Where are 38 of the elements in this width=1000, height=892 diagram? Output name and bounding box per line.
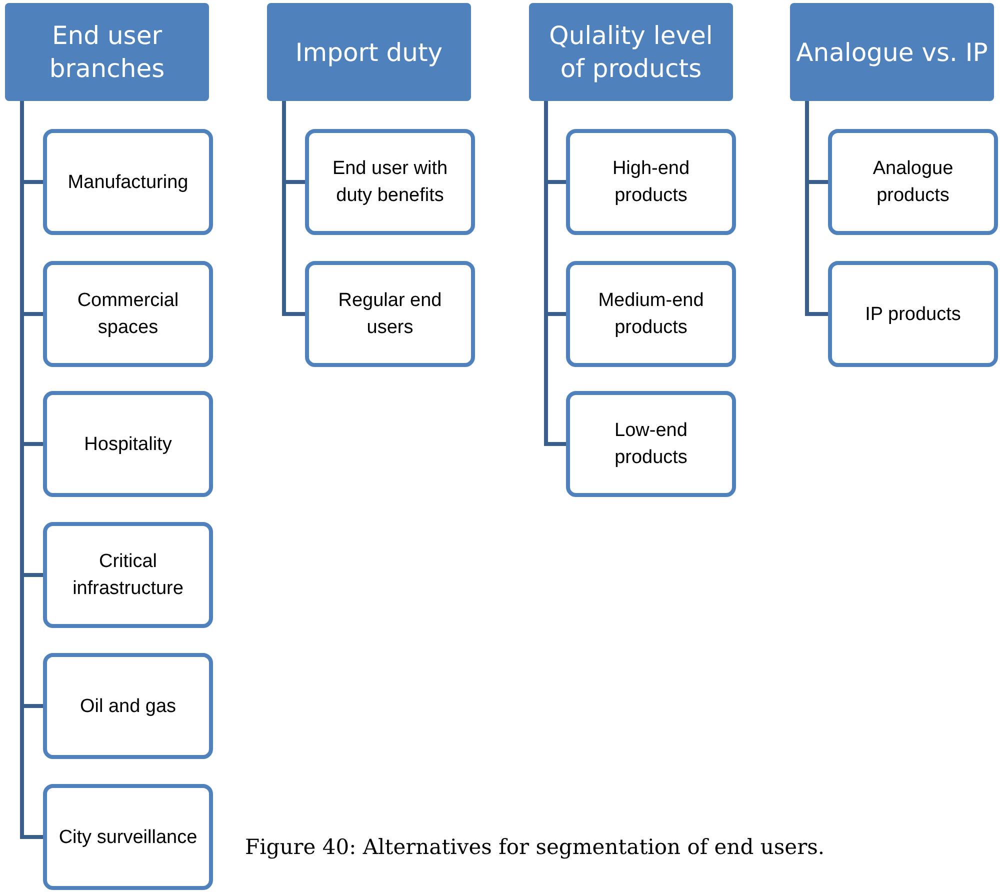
segment-box	[43, 391, 213, 497]
node-text: End user branches	[48, 20, 166, 85]
category-header	[5, 3, 209, 101]
connector-line	[544, 101, 566, 446]
node-text: Critical infrastructure	[72, 550, 184, 601]
segment-box	[828, 261, 998, 367]
segment-box	[566, 129, 736, 235]
node-text: Commercial spaces	[76, 289, 180, 340]
node-text: IP products	[865, 302, 961, 326]
category-header	[529, 3, 733, 101]
node-text: Qulality level of products	[548, 20, 714, 85]
segment-box	[305, 129, 475, 235]
node-text: City surveillance	[58, 826, 198, 850]
segment-box	[566, 391, 736, 497]
node-text: Regular end users	[337, 289, 443, 340]
segment-box	[43, 784, 213, 890]
segment-box	[828, 129, 998, 235]
segment-box	[43, 129, 213, 235]
segment-box	[43, 522, 213, 628]
segment-box	[305, 261, 475, 367]
connector-line	[282, 101, 305, 316]
segment-box	[566, 261, 736, 367]
node-text: Import duty	[295, 36, 443, 68]
segment-box	[43, 653, 213, 759]
node-text: End user with duty benefits	[331, 157, 449, 208]
node-text: Hospitality	[84, 432, 172, 456]
segment-box	[43, 261, 213, 367]
category-header	[790, 3, 994, 101]
node-text: High-end products	[611, 157, 691, 208]
node-text: Analogue vs. IP	[796, 36, 988, 68]
connector-line	[805, 101, 828, 316]
node-text: Medium-end products	[597, 289, 705, 340]
figure-caption: Figure 40: Alternatives for segmentation of end users.	[245, 835, 825, 859]
category-header	[267, 3, 471, 101]
node-text: Manufacturing	[68, 170, 188, 194]
node-text: Oil and gas	[80, 694, 176, 718]
node-text: Low-end products	[614, 419, 688, 470]
node-text: Analogue products	[872, 157, 954, 208]
